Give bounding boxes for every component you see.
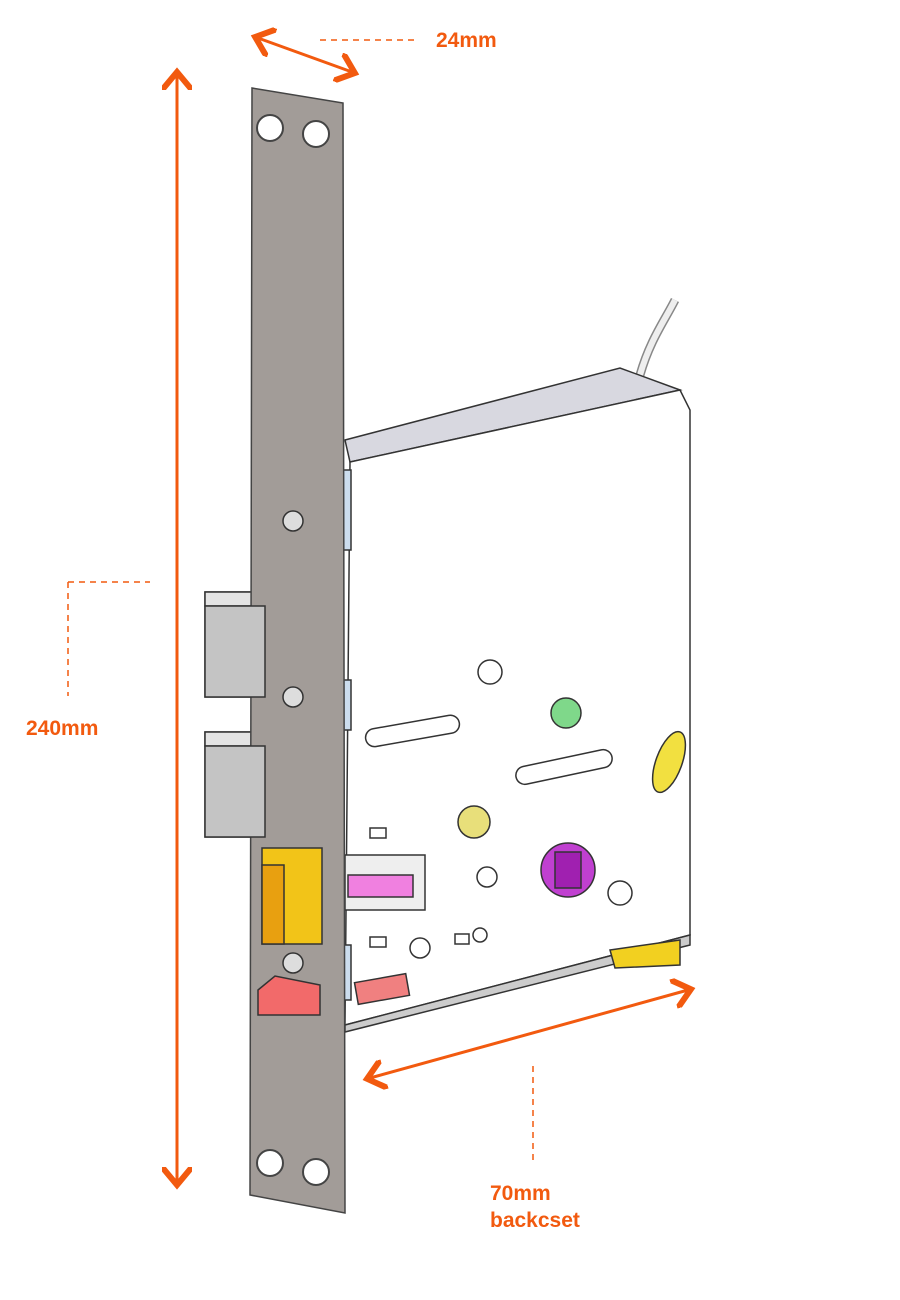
width-arrow (258, 38, 352, 72)
screw-holes (256, 114, 330, 1186)
latch-bolt (261, 847, 323, 945)
width-label: 24mm (436, 29, 497, 52)
indicator-green (550, 697, 582, 729)
leader-lines (67, 39, 534, 1162)
screws (282, 510, 304, 974)
backset-text-label: backcset (490, 1209, 580, 1232)
body-details (344, 659, 687, 1006)
trigger-bolt (257, 975, 321, 1016)
backset-arrow (370, 990, 688, 1078)
backset-value-label: 70mm (490, 1182, 551, 1205)
indicator-yellow (457, 805, 491, 839)
dimension-lines (177, 38, 688, 1182)
bottom-latch-yellow (609, 939, 681, 969)
indicator-slot-yellow (651, 730, 687, 794)
height-label: 240mm (26, 717, 99, 740)
lock-body (342, 367, 691, 1033)
